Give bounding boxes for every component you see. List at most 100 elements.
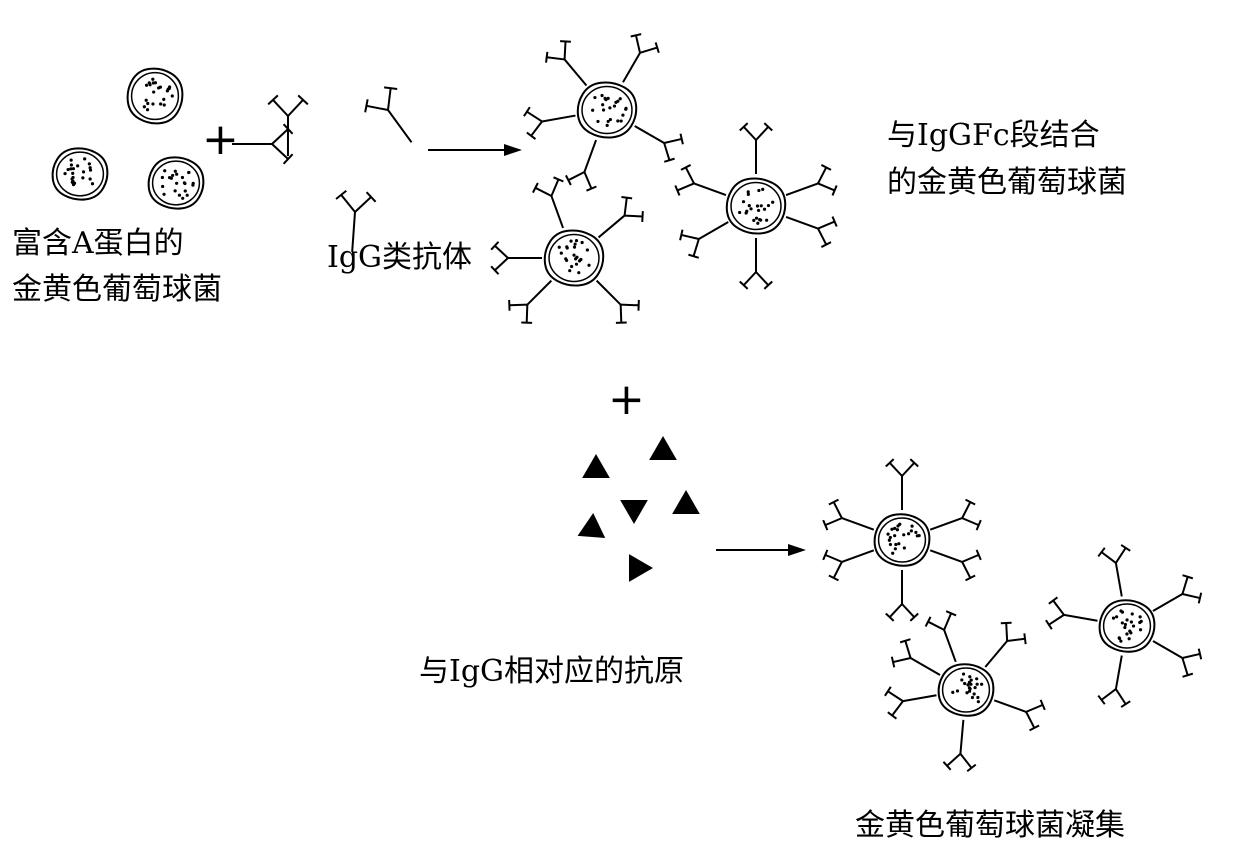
antibody bbox=[508, 279, 553, 324]
protein-a-dot bbox=[976, 695, 980, 700]
protein-a-dot bbox=[180, 175, 185, 180]
antibody-fc-stem bbox=[550, 195, 564, 229]
protein-a-dot bbox=[66, 167, 70, 172]
antibody-tip bbox=[975, 549, 982, 561]
antibody-fab-arm bbox=[1181, 657, 1189, 676]
antibody-tip bbox=[739, 122, 749, 132]
protein-a-dot bbox=[71, 167, 76, 171]
antibody-fc-stem bbox=[943, 629, 957, 663]
protein-a-dot bbox=[618, 97, 622, 101]
antibody-fab-arm bbox=[817, 182, 835, 192]
antibody-tip bbox=[364, 99, 369, 113]
antibody bbox=[545, 40, 588, 87]
protein-a-dot bbox=[76, 164, 80, 168]
antibody bbox=[335, 189, 377, 252]
protein-a-dot bbox=[741, 200, 746, 204]
antibody bbox=[1045, 596, 1098, 630]
protein-a-dot bbox=[746, 192, 750, 196]
antibody-fab-arm bbox=[1005, 622, 1009, 642]
bacterium bbox=[873, 513, 931, 567]
antibody-fc-stem bbox=[387, 109, 413, 143]
protein-a-dot bbox=[1127, 637, 1131, 641]
antibody-fc-stem bbox=[634, 125, 665, 144]
protein-a-dot bbox=[766, 203, 771, 208]
antibody-tip bbox=[966, 763, 977, 773]
protein-a-dot bbox=[605, 123, 609, 127]
protein-a-dot bbox=[569, 239, 573, 243]
protein-a-dot bbox=[897, 542, 901, 546]
bacterium bbox=[147, 156, 205, 210]
protein-a-dot bbox=[162, 97, 166, 101]
antibody-tip bbox=[945, 610, 957, 617]
antibody-fc-stem bbox=[929, 517, 963, 531]
protein-a-dot bbox=[1138, 620, 1142, 625]
antibody-fab-arm bbox=[946, 753, 962, 767]
antibody-tip bbox=[674, 185, 681, 196]
arrow-head bbox=[504, 144, 522, 156]
protein-a-dot bbox=[170, 94, 174, 98]
protein-a-dot bbox=[955, 689, 960, 693]
protein-a-dot bbox=[165, 89, 170, 93]
protein-a-dot bbox=[88, 168, 93, 172]
antibody-fc-stem bbox=[541, 114, 576, 123]
free-antibodies-group bbox=[232, 86, 413, 252]
protein-a-dot bbox=[557, 245, 561, 249]
antibody-tip bbox=[1048, 596, 1059, 605]
antibody bbox=[597, 196, 644, 239]
protein-a-dot bbox=[890, 527, 894, 531]
reaction-arrows bbox=[428, 144, 806, 556]
protein-a-dot bbox=[71, 171, 75, 175]
antibody-fab-arm bbox=[887, 690, 904, 702]
antibody-tip bbox=[887, 711, 898, 720]
bacterium-outer-wall bbox=[873, 513, 931, 567]
antibody-tip bbox=[1045, 619, 1053, 630]
antibody-fc-stem bbox=[583, 139, 597, 173]
antibody bbox=[1097, 655, 1131, 708]
protein-a-dot bbox=[83, 157, 87, 161]
protein-a-dot bbox=[765, 218, 769, 222]
protein-a-dot bbox=[559, 251, 563, 255]
bacterium bbox=[126, 67, 184, 125]
protein-a-dot bbox=[893, 534, 897, 538]
antibody bbox=[267, 94, 309, 157]
antibody bbox=[1152, 640, 1203, 678]
protein-a-dot bbox=[771, 200, 775, 204]
antibody-tip bbox=[679, 133, 684, 145]
protein-a-dot bbox=[1125, 618, 1129, 622]
antibody-fc-stem bbox=[693, 182, 727, 196]
antibody-fab-arm bbox=[888, 603, 903, 618]
protein-a-dot bbox=[960, 678, 964, 682]
protein-a-dot bbox=[72, 181, 77, 185]
protein-a-dot bbox=[185, 193, 189, 197]
antibody-tip bbox=[490, 265, 500, 275]
antibody-tip bbox=[909, 612, 919, 622]
protein-a-dot bbox=[601, 108, 606, 112]
protein-a-dot bbox=[1138, 615, 1142, 619]
protein-a-dot bbox=[621, 113, 625, 117]
protein-a-dot bbox=[574, 257, 578, 261]
protein-a-dot bbox=[616, 99, 620, 103]
protein-a-dot bbox=[565, 258, 569, 263]
protein-a-dot bbox=[746, 190, 750, 194]
antibody-tip bbox=[680, 164, 692, 171]
protein-a-dot bbox=[616, 119, 620, 123]
protein-a-dot bbox=[160, 175, 164, 180]
protein-a-dot bbox=[161, 184, 165, 189]
bacteria-label-line2: 金黄色葡萄球菌 bbox=[12, 272, 222, 307]
antibody-tip bbox=[267, 94, 279, 106]
antibody bbox=[924, 610, 957, 663]
protein-a-dot bbox=[152, 90, 156, 94]
antibody-tip bbox=[828, 574, 839, 582]
antibody-tip bbox=[383, 86, 398, 90]
antibody-fab-arm bbox=[961, 561, 972, 579]
antibody bbox=[942, 719, 977, 773]
antibody bbox=[1097, 544, 1131, 597]
bound-bacteria-complex bbox=[490, 33, 838, 324]
antibody-tip bbox=[822, 549, 829, 561]
protein-a-dot bbox=[612, 104, 617, 108]
antibody-fab-arm bbox=[742, 126, 757, 141]
bacterium bbox=[1098, 599, 1156, 653]
antibody bbox=[364, 86, 413, 143]
protein-a-dot bbox=[69, 163, 74, 167]
protein-a-dot bbox=[183, 189, 187, 193]
